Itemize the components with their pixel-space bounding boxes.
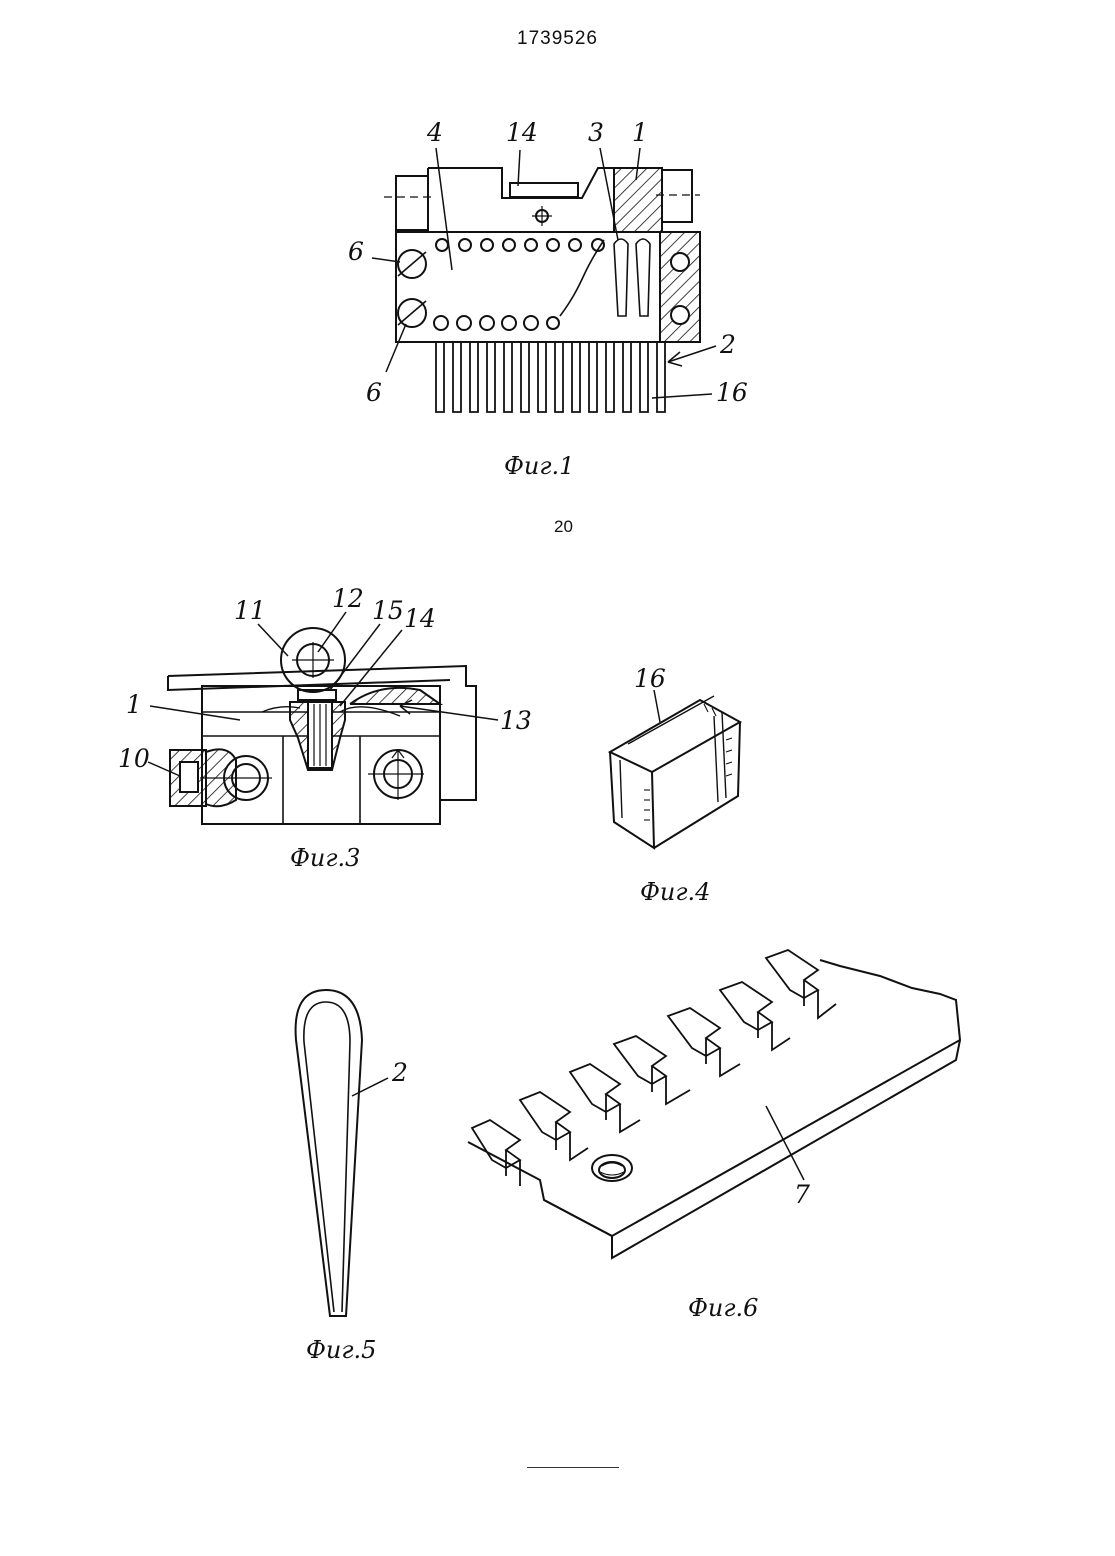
figure-6-drawing xyxy=(0,0,1115,1400)
fig6-callout-7: 7 xyxy=(794,1180,810,1209)
figure-6-caption: Фиг.6 xyxy=(688,1294,758,1322)
footer-rule xyxy=(527,1467,619,1468)
